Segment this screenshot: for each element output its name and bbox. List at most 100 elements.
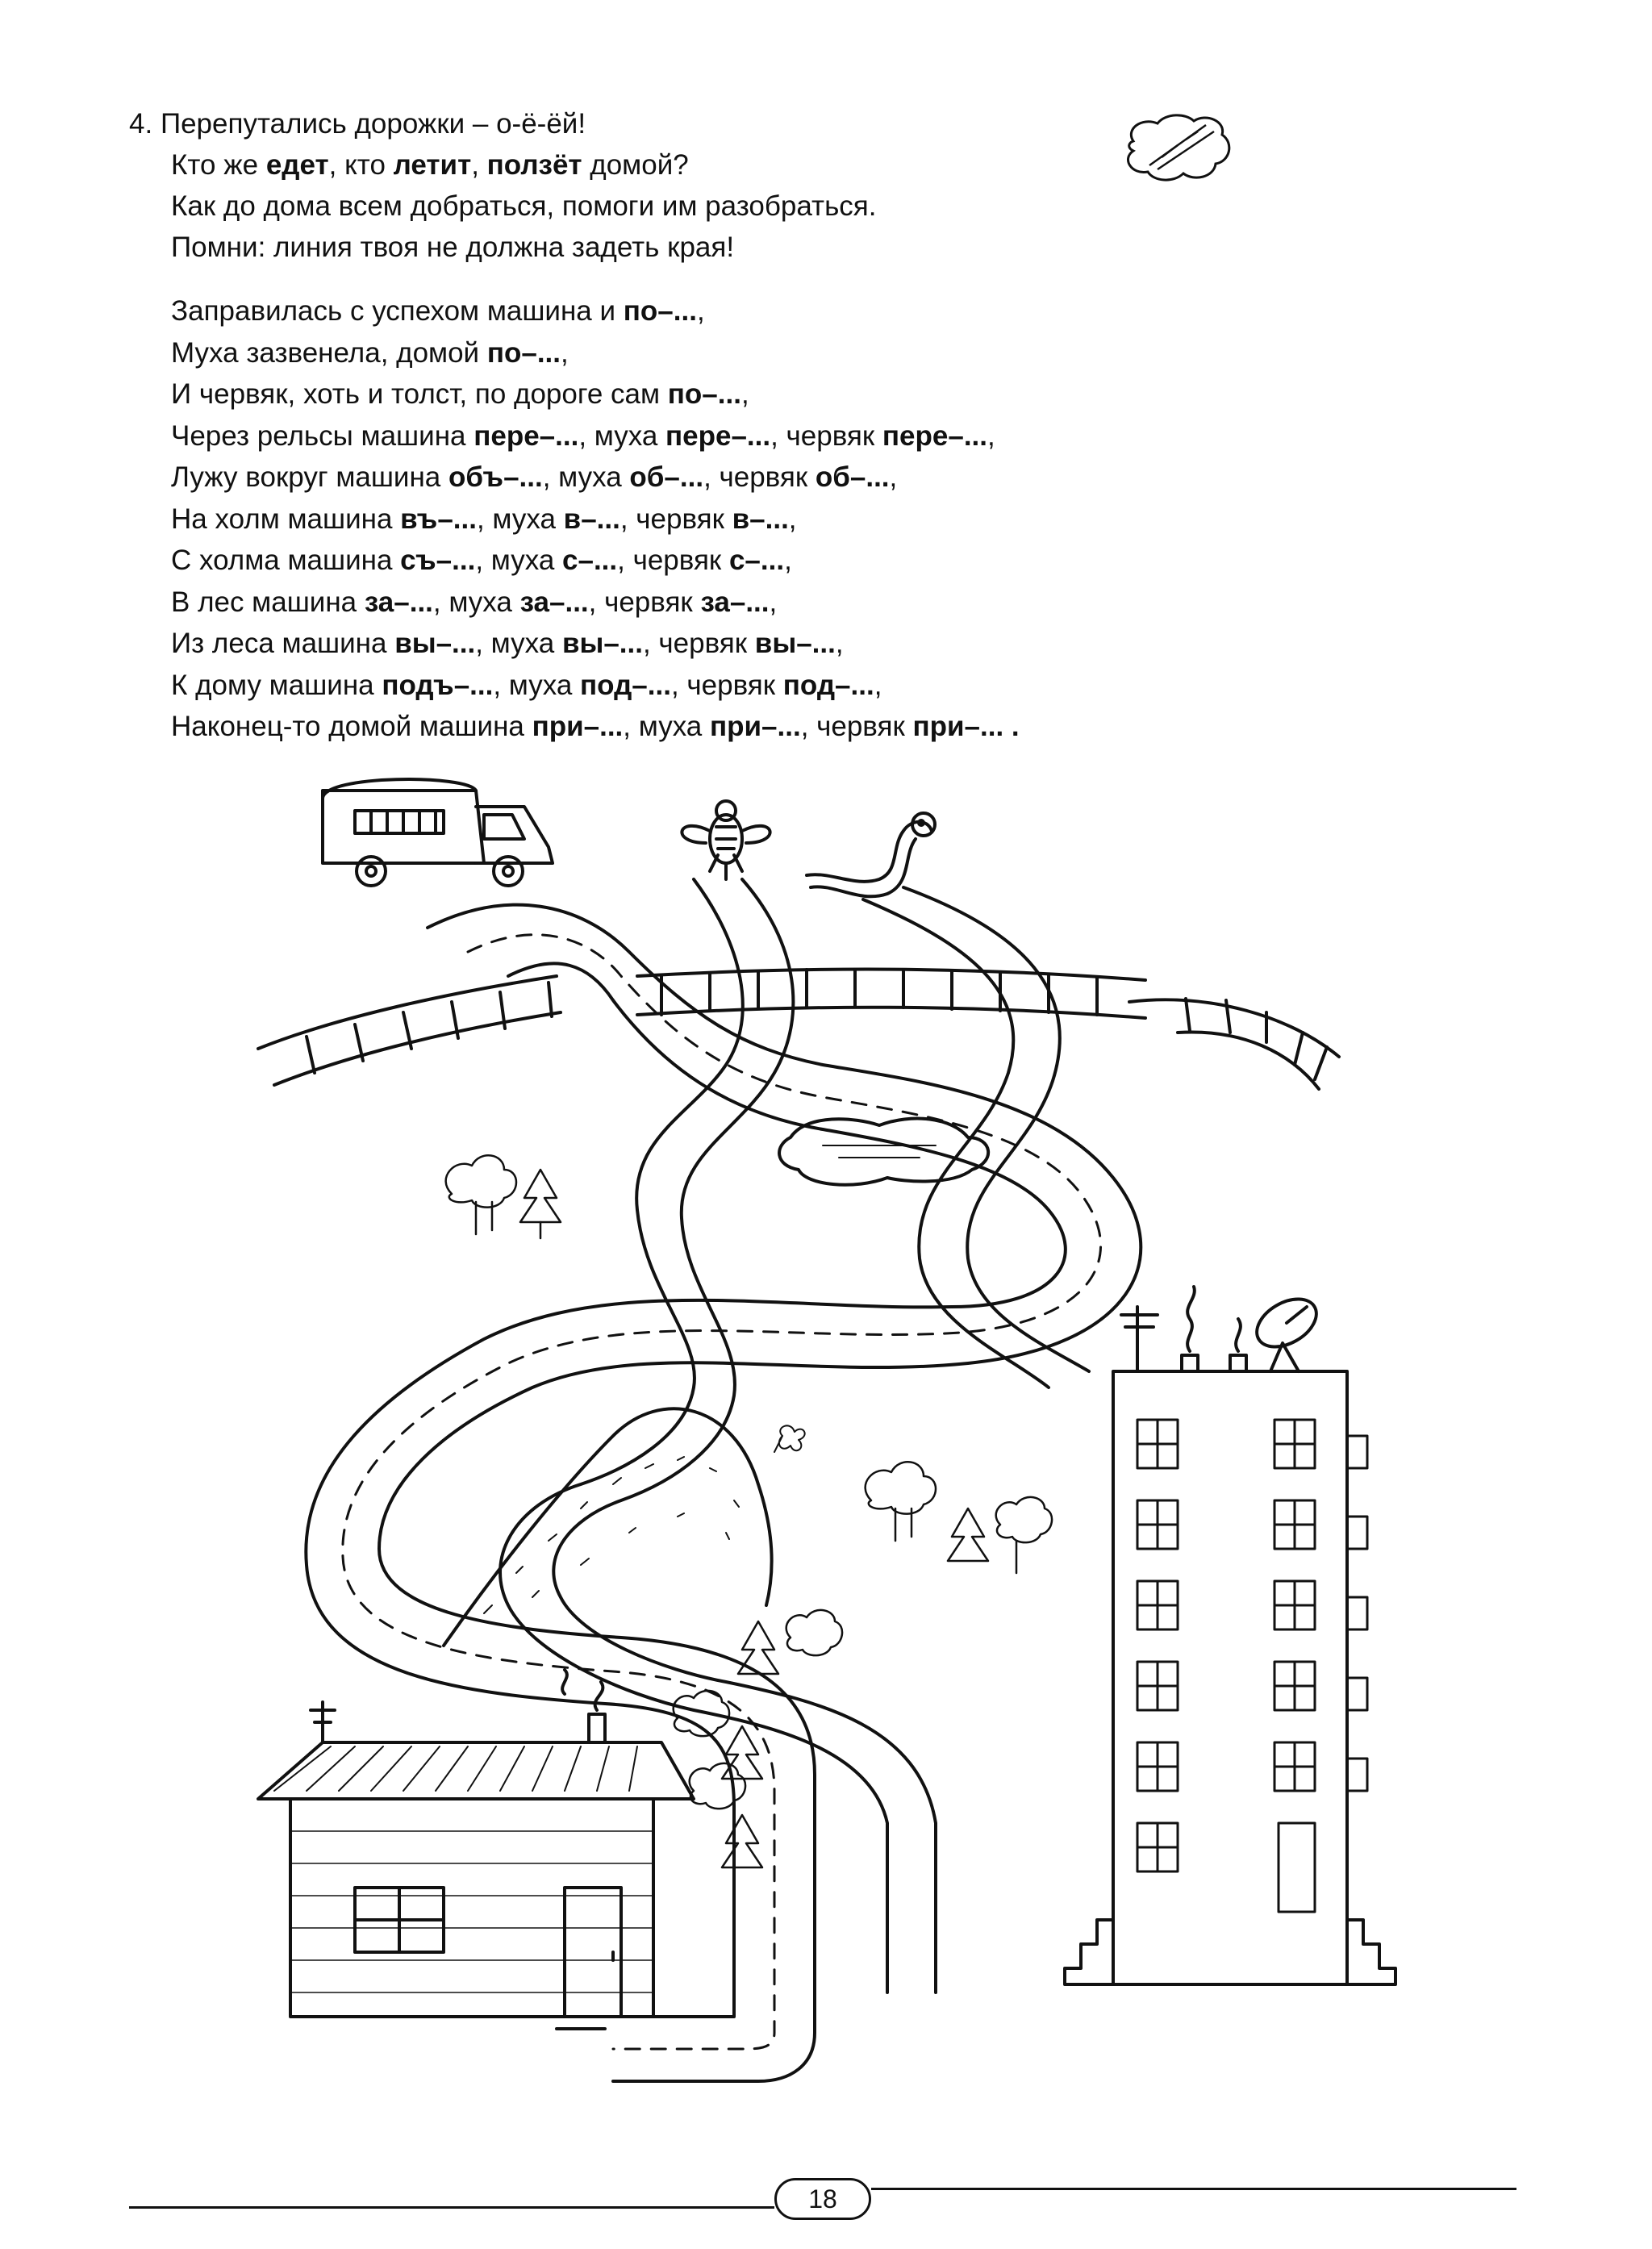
verse-text: , муха	[493, 669, 581, 701]
page-number: 18	[774, 2178, 871, 2220]
verse-text: , червяк	[617, 545, 729, 576]
prefix-blank: пере–...	[882, 419, 988, 452]
verse-text: ,	[788, 503, 797, 535]
task-line-1: 4. Перепутались дорожки – о-ё-ёй!	[129, 103, 1339, 144]
verse-line: Заправилась с успехом машина и по–...,	[171, 290, 1542, 332]
verse-text: ,	[874, 669, 882, 701]
verse-text: Лужу вокруг машина	[171, 461, 449, 493]
verse-line: И червяк, хоть и толст, по дороге сам по…	[171, 373, 1542, 415]
prefix-blank: съ–...	[400, 545, 476, 576]
hill	[442, 1407, 806, 1647]
verse-text: ,	[987, 419, 995, 452]
footer-rule-right	[871, 2188, 1516, 2190]
maze-illustration	[257, 778, 1397, 2083]
prefix-blank: за–...	[700, 586, 770, 618]
prefix-blank: летит	[393, 149, 472, 181]
verse-line: К дому машина подъ–..., муха под–..., че…	[171, 665, 1542, 707]
task-line-1-text: Перепутались дорожки – о-ё-ёй!	[161, 108, 586, 140]
prefix-blank: в–...	[563, 503, 620, 535]
trees-right	[736, 1461, 1053, 1675]
road-fly	[499, 878, 937, 1994]
task-instructions: 4. Перепутались дорожки – о-ё-ёй! Кто же…	[129, 103, 1339, 268]
verse-text: , червяк	[588, 586, 701, 618]
puddle	[778, 1116, 990, 1187]
verse-text: , червяк	[620, 503, 732, 535]
verse-text: Из леса машина	[171, 628, 395, 659]
verse-line: Лужу вокруг машина объ–..., муха об–...,…	[171, 457, 1542, 499]
task-line-3: Как до дома всем добраться, помоги им ра…	[129, 186, 1339, 227]
prefix-blank: въ–...	[400, 503, 477, 535]
verse-text: , кто	[328, 149, 394, 181]
verse-line: Из леса машина вы–..., муха вы–..., черв…	[171, 623, 1542, 665]
verse-line: В лес машина за–..., муха за–..., червяк…	[171, 582, 1542, 624]
road-worm	[861, 886, 1091, 1389]
prefix-blank: по–...	[623, 295, 697, 327]
verse-text: Кто же	[171, 149, 266, 181]
verse-text: , муха	[542, 461, 630, 493]
verse-line: Наконец-то домой машина при–..., муха пр…	[171, 706, 1542, 748]
task-line-2: Кто же едет, кто летит, ползёт домой?	[129, 144, 1339, 186]
verse-line: Через рельсы машина пере–..., муха пере–…	[171, 415, 1542, 457]
prefix-blank: вы–...	[394, 628, 476, 659]
prefix-blank: пере–...	[665, 419, 771, 452]
verse-text: Перепутались дорожки – о-ё-ёй!	[160, 108, 586, 140]
verse-text: С холма машина	[171, 545, 401, 576]
verse-text: , червяк	[770, 419, 882, 452]
verse-text: ,	[769, 586, 778, 618]
worm-icon	[805, 812, 937, 899]
verse-text: На холм машина	[171, 503, 401, 535]
verse-line: На холм машина въ–..., муха в–..., червя…	[171, 499, 1542, 540]
prefix-blank: при–...	[710, 711, 801, 742]
verse-text: , муха	[475, 628, 562, 659]
verse-text: , червяк	[800, 711, 913, 742]
verse-text: ,	[835, 628, 844, 659]
verse-text: К дому машина	[171, 669, 382, 701]
verse-text: , муха	[476, 503, 564, 535]
verse-text: ,	[561, 336, 569, 369]
verse-text: Наконец-то домой машина	[171, 711, 532, 742]
verse-text: В лес машина	[171, 586, 365, 618]
verse-text: И червяк, хоть и толст, по дороге сам	[171, 378, 668, 410]
verse-text: , червяк	[642, 628, 755, 659]
prefix-blank: под–...	[580, 669, 671, 701]
verse-text: ,	[696, 295, 705, 327]
verse-text: , муха	[475, 545, 563, 576]
prefix-blank: об–...	[815, 461, 890, 493]
verse-text: Через рельсы машина	[171, 419, 474, 452]
prefix-blank: под–...	[782, 669, 874, 701]
prefix-blank: об–...	[629, 461, 704, 493]
verse-text: , муха	[578, 419, 666, 452]
verse-text: , муха	[623, 711, 710, 742]
verse: Заправилась с успехом машина и по–..., М…	[171, 290, 1542, 748]
prefix-blank: вы–...	[754, 628, 836, 659]
prefix-blank: подъ–...	[382, 669, 494, 701]
verse-text: , муха	[432, 586, 520, 618]
verse-text: Как до дома всем добраться, помоги им ра…	[171, 190, 877, 222]
verse-text: Муха зазвенела, домой	[171, 336, 487, 369]
prefix-blank: в–...	[732, 503, 789, 535]
prefix-blank: по–...	[486, 336, 561, 369]
small-house-icon	[257, 1668, 695, 2030]
prefix-blank: объ–...	[448, 461, 543, 493]
railway-left	[257, 974, 562, 1087]
verse-text: Помни: линия твоя не должна задеть края!	[171, 232, 735, 263]
verse-line: С холма машина съ–..., муха с–..., червя…	[171, 540, 1542, 582]
verse-text: Заправилась с успехом машина и	[171, 295, 624, 327]
verse-text: , червяк	[703, 461, 816, 493]
verse-text: ,	[471, 149, 487, 181]
verse-text: ,	[784, 545, 792, 576]
truck-icon	[321, 778, 554, 887]
prefix-blank: едет	[265, 149, 329, 181]
verse-text: ,	[740, 378, 749, 410]
trees-bottom	[672, 1689, 764, 1869]
prefix-blank: за–...	[519, 586, 589, 618]
cloud-lines-icon	[1127, 114, 1231, 182]
prefix-blank: при–...	[532, 711, 624, 742]
verse-line: Муха зазвенела, домой по–...,	[171, 332, 1542, 374]
prefix-blank: ползёт	[486, 149, 582, 181]
railway-right	[1128, 997, 1341, 1091]
footer-rule-left	[129, 2206, 774, 2209]
prefix-blank: при–... .	[912, 711, 1020, 742]
prefix-blank: за–...	[364, 586, 433, 618]
prefix-blank: с–...	[728, 545, 785, 576]
